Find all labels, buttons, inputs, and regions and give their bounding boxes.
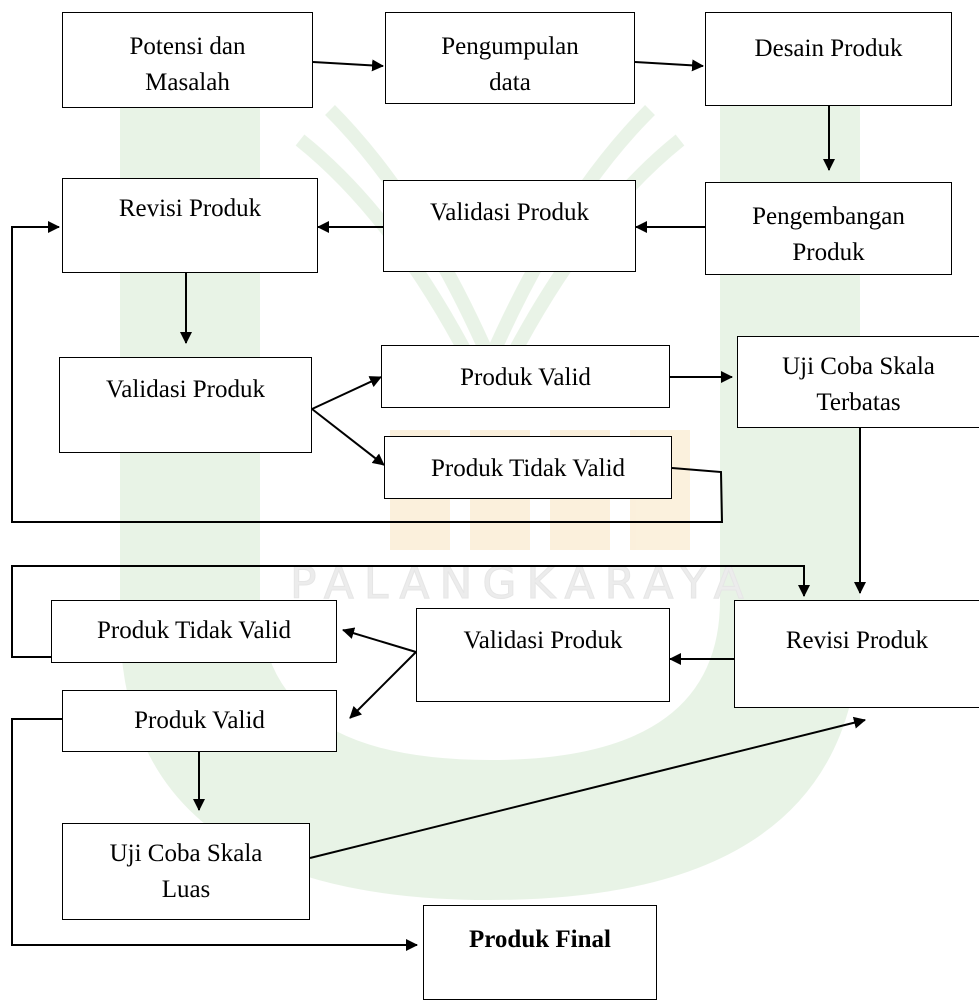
box-desain-produk: Desain Produk	[705, 12, 952, 106]
box-pengumpulan-data: Pengumpulan data	[385, 12, 635, 104]
box-label: Uji Coba Skala Terbatas	[782, 353, 935, 416]
box-label: Produk Valid	[460, 364, 591, 391]
box-revisi-produk-2: Revisi Produk	[734, 600, 979, 708]
box-produk-tidak-valid-2: Produk Tidak Valid	[51, 600, 337, 663]
box-label: Produk Valid	[134, 707, 265, 734]
box-label: Uji Coba Skala Luas	[109, 840, 263, 903]
box-potensi-dan-masalah: Potensi dan Masalah	[62, 12, 313, 108]
loop-tidakvalid2-to-revisi2	[11, 565, 810, 658]
box-revisi-produk-1: Revisi Produk	[62, 178, 318, 273]
box-label: Produk Tidak Valid	[430, 455, 626, 482]
box-label: Validasi Produk	[105, 376, 266, 403]
box-produk-valid-1: Produk Valid	[381, 345, 670, 408]
box-label: Produk Final	[469, 926, 611, 953]
loop-tidakvalid1-to-revisi1	[11, 221, 724, 523]
box-label: Pengumpulan data	[441, 33, 579, 96]
watermark-green-arch	[120, 20, 860, 900]
box-label: Desain Produk	[754, 35, 903, 62]
arrow-pengumpulan-to-desain	[634, 59, 704, 72]
arrow-validasi3-to-tidakvalid2	[342, 627, 417, 653]
arrow-validasi2-to-tidakvalid1	[311, 408, 385, 466]
box-uji-coba-skala-terbatas: Uji Coba Skala Terbatas	[737, 336, 979, 428]
box-produk-tidak-valid-1: Produk Tidak Valid	[384, 436, 672, 499]
box-produk-valid-2: Produk Valid	[62, 690, 337, 752]
box-label: Revisi Produk	[785, 627, 929, 654]
box-validasi-produk-1: Validasi Produk	[383, 180, 636, 272]
arrow-potensi-to-pengumpulan	[312, 59, 384, 72]
box-label: Produk Tidak Valid	[96, 617, 292, 644]
arrow-valid2-to-final	[11, 718, 418, 951]
box-uji-coba-skala-luas: Uji Coba Skala Luas	[62, 823, 310, 920]
box-label: Potensi dan Masalah	[129, 33, 246, 96]
box-validasi-produk-3: Validasi Produk	[416, 608, 670, 702]
arrow-validasi3-to-valid2	[349, 651, 417, 719]
box-label: Validasi Produk	[463, 627, 623, 654]
box-produk-final: Produk Final	[423, 905, 657, 1000]
box-validasi-produk-2: Validasi Produk	[59, 357, 312, 453]
box-label: Revisi Produk	[118, 195, 262, 222]
box-label: Validasi Produk	[429, 199, 590, 226]
arrow-ujiluas-to-revisi2	[309, 716, 866, 859]
box-pengembangan-produk: Pengembangan Produk	[705, 182, 952, 275]
arrow-validasi2-to-valid1	[311, 376, 382, 410]
box-label: Pengembangan Produk	[752, 203, 905, 266]
